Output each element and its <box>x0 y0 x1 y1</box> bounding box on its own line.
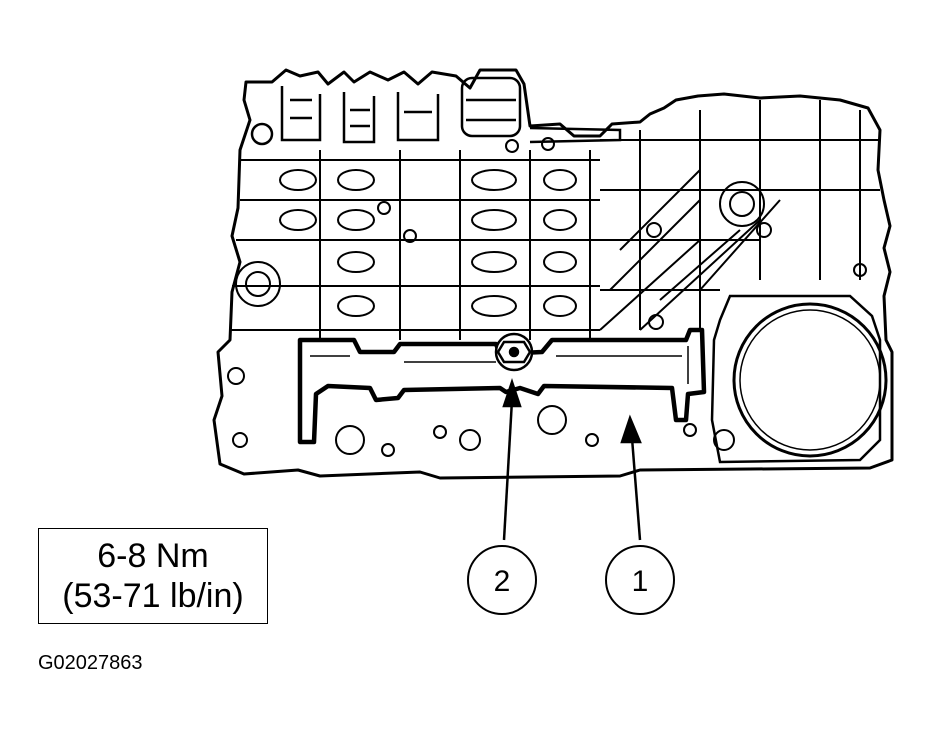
torque-metric: 6-8 Nm <box>97 537 209 575</box>
leader-line-2 <box>502 399 514 541</box>
bracket-part <box>297 327 707 445</box>
callout-number: 2 <box>494 565 511 598</box>
torque-imperial: (53-71 lb/in) <box>62 577 244 615</box>
arrowhead-2 <box>502 378 522 408</box>
leader-line-1 <box>630 437 642 541</box>
valve-body <box>212 68 894 480</box>
lower-bolt-holes <box>227 367 735 457</box>
callout-circle <box>605 545 675 615</box>
arrowhead-1 <box>620 414 642 444</box>
callout-circle <box>467 545 537 615</box>
bracket-inner-detail <box>310 346 689 384</box>
callout-1: 1 <box>605 545 675 615</box>
leader-lines <box>502 378 642 541</box>
callout-number: 1 <box>632 565 649 598</box>
solenoid-cluster <box>250 76 622 146</box>
bolt <box>494 332 534 372</box>
accumulator-bore <box>710 294 888 464</box>
channel-webbing <box>599 100 880 331</box>
torque-spec-box: 6-8 Nm (53-71 lb/in) <box>38 528 268 624</box>
callout-2: 2 <box>467 545 537 615</box>
valve-bores <box>230 137 867 340</box>
figure-code: G02027863 <box>38 652 143 674</box>
